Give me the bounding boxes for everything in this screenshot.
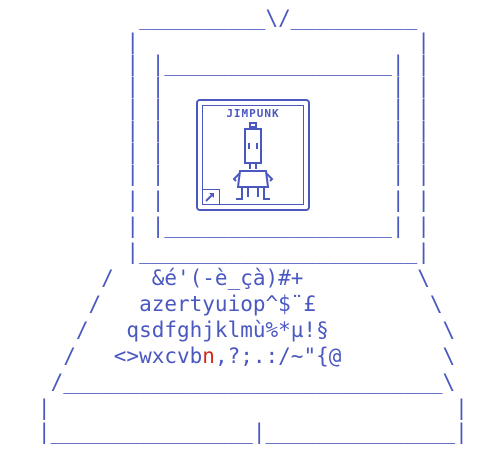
icon-title: JIMPUNK [226,107,280,120]
ascii-art-line: | |__________________| | [0,214,430,238]
ascii-art-line: | | | | [0,74,430,98]
ascii-art-line: | |__________________| | [0,52,430,76]
ascii-art-line: | | [0,396,468,420]
keyboard-row-bottom-end: ,?;.:/~"{@ \ [214,344,456,368]
keyboard-row-top: / azertyuiop^$¨£ \ [0,292,443,316]
ascii-art-line: |________________|_______________| [0,420,468,444]
robot-shortcut-icon[interactable]: JIMPUNK [196,99,310,211]
ascii-art-line: /______________________________\ [0,370,456,394]
keyboard-row-bottom: / <>wxcvbn,?;.:/~"{@ \ [0,344,455,368]
ascii-art-line: | | | | [126,96,430,120]
keyboard-row-numbers: / &é'(-è_çà)#+ \ [0,266,430,290]
icon-frame [202,105,304,205]
ascii-art-line: | | [0,30,430,54]
keyboard-row-bottom-start: / <>wxcvb [0,344,203,368]
ascii-art-line: | | | | [126,140,430,164]
ascii-art-line: __________\/__________ [0,6,418,30]
ascii-art-line: | | | | [126,188,430,212]
ascii-art-line: | | | | [126,118,430,142]
highlighted-key-n: n [202,344,215,368]
ascii-art-line: | | | | [126,162,430,186]
ascii-art-line: |______________________| [0,240,430,264]
robot-icon [232,122,274,200]
keyboard-row-middle: / qsdfghjklmù%*µ!§ \ [0,318,456,342]
shortcut-arrow-icon [202,189,220,205]
